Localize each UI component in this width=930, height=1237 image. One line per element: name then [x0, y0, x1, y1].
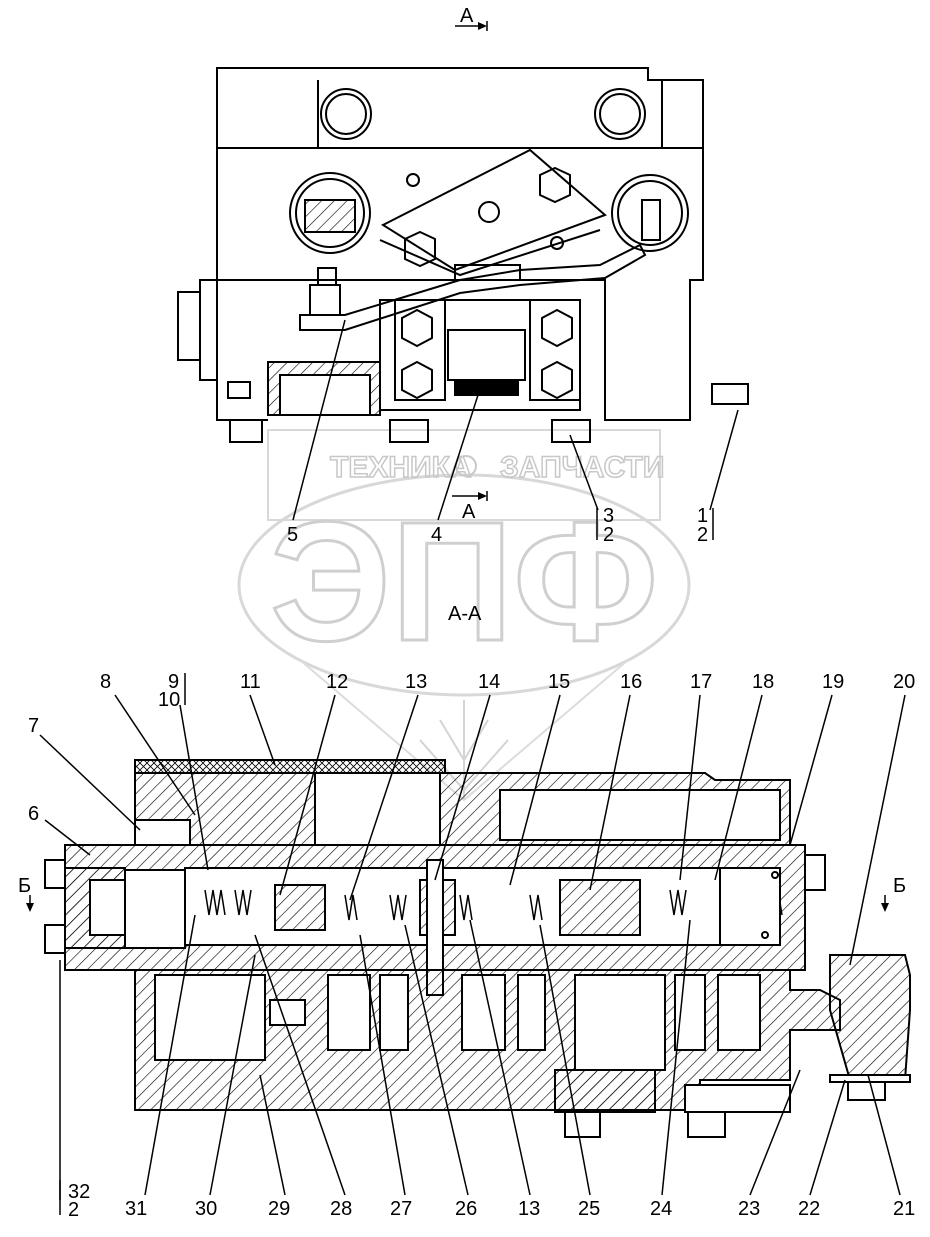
top-view	[177, 67, 749, 443]
label-14: 14	[478, 671, 500, 693]
top-view-leaders	[292, 319, 739, 540]
label-28: 28	[330, 1198, 352, 1220]
label-31: 31	[125, 1198, 147, 1220]
label-30: 30	[195, 1198, 217, 1220]
label-15: 15	[548, 671, 570, 693]
label-2b: 2	[697, 524, 708, 546]
side-marker-right: Б	[881, 875, 906, 912]
svg-text:Б: Б	[18, 875, 31, 897]
section-arrow-mid: А	[452, 491, 488, 523]
svg-text:Б: Б	[893, 875, 906, 897]
label-29: 29	[268, 1198, 290, 1220]
label-7: 7	[28, 715, 39, 737]
label-21: 21	[893, 1198, 915, 1220]
watermark: ТЕХНИКА ЗАПЧАСТИ ЭПФ	[237, 429, 691, 802]
label-32: 32	[68, 1181, 90, 1203]
section-bottom-labels: 32 2 31 30 29 28 27 26 13 25 24 23 22 21	[68, 1181, 915, 1221]
label-25: 25	[578, 1198, 600, 1220]
section-view	[44, 759, 911, 1138]
label-12: 12	[326, 671, 348, 693]
label-27: 27	[390, 1198, 412, 1220]
label-13-bottom: 13	[518, 1198, 540, 1220]
watermark-big: ЭПФ	[270, 487, 658, 677]
section-arrow-top: А	[455, 5, 488, 31]
watermark-text-left: ТЕХНИКА	[330, 451, 472, 484]
label-19: 19	[822, 671, 844, 693]
side-marker-left: Б	[18, 875, 34, 912]
label-3: 3	[603, 505, 614, 527]
label-2-bottom: 2	[68, 1199, 79, 1221]
label-22: 22	[798, 1198, 820, 1220]
svg-text:А: А	[460, 5, 474, 27]
label-6: 6	[28, 803, 39, 825]
label-13-top: 13	[405, 671, 427, 693]
section-top-labels: 8 9 10 11 12 13 14 15 16 17 18 19 20	[100, 671, 915, 711]
label-18: 18	[752, 671, 774, 693]
label-2a: 2	[603, 524, 614, 546]
label-10: 10	[158, 689, 180, 711]
top-view-labels: 5 4 3 2 1 2	[287, 505, 708, 546]
label-4: 4	[431, 524, 442, 546]
label-11: 11	[240, 671, 261, 693]
label-1: 1	[697, 505, 708, 527]
section-leaders	[39, 673, 906, 1215]
section-left-labels: 7 6	[28, 715, 39, 825]
svg-text:А: А	[462, 501, 476, 523]
label-16: 16	[620, 671, 642, 693]
label-24: 24	[650, 1198, 672, 1220]
label-20: 20	[893, 671, 915, 693]
label-17: 17	[690, 671, 712, 693]
section-title: А-А	[448, 603, 482, 625]
label-23: 23	[738, 1198, 760, 1220]
label-9: 9	[168, 671, 179, 693]
label-5: 5	[287, 524, 298, 546]
label-8: 8	[100, 671, 111, 693]
label-26: 26	[455, 1198, 477, 1220]
